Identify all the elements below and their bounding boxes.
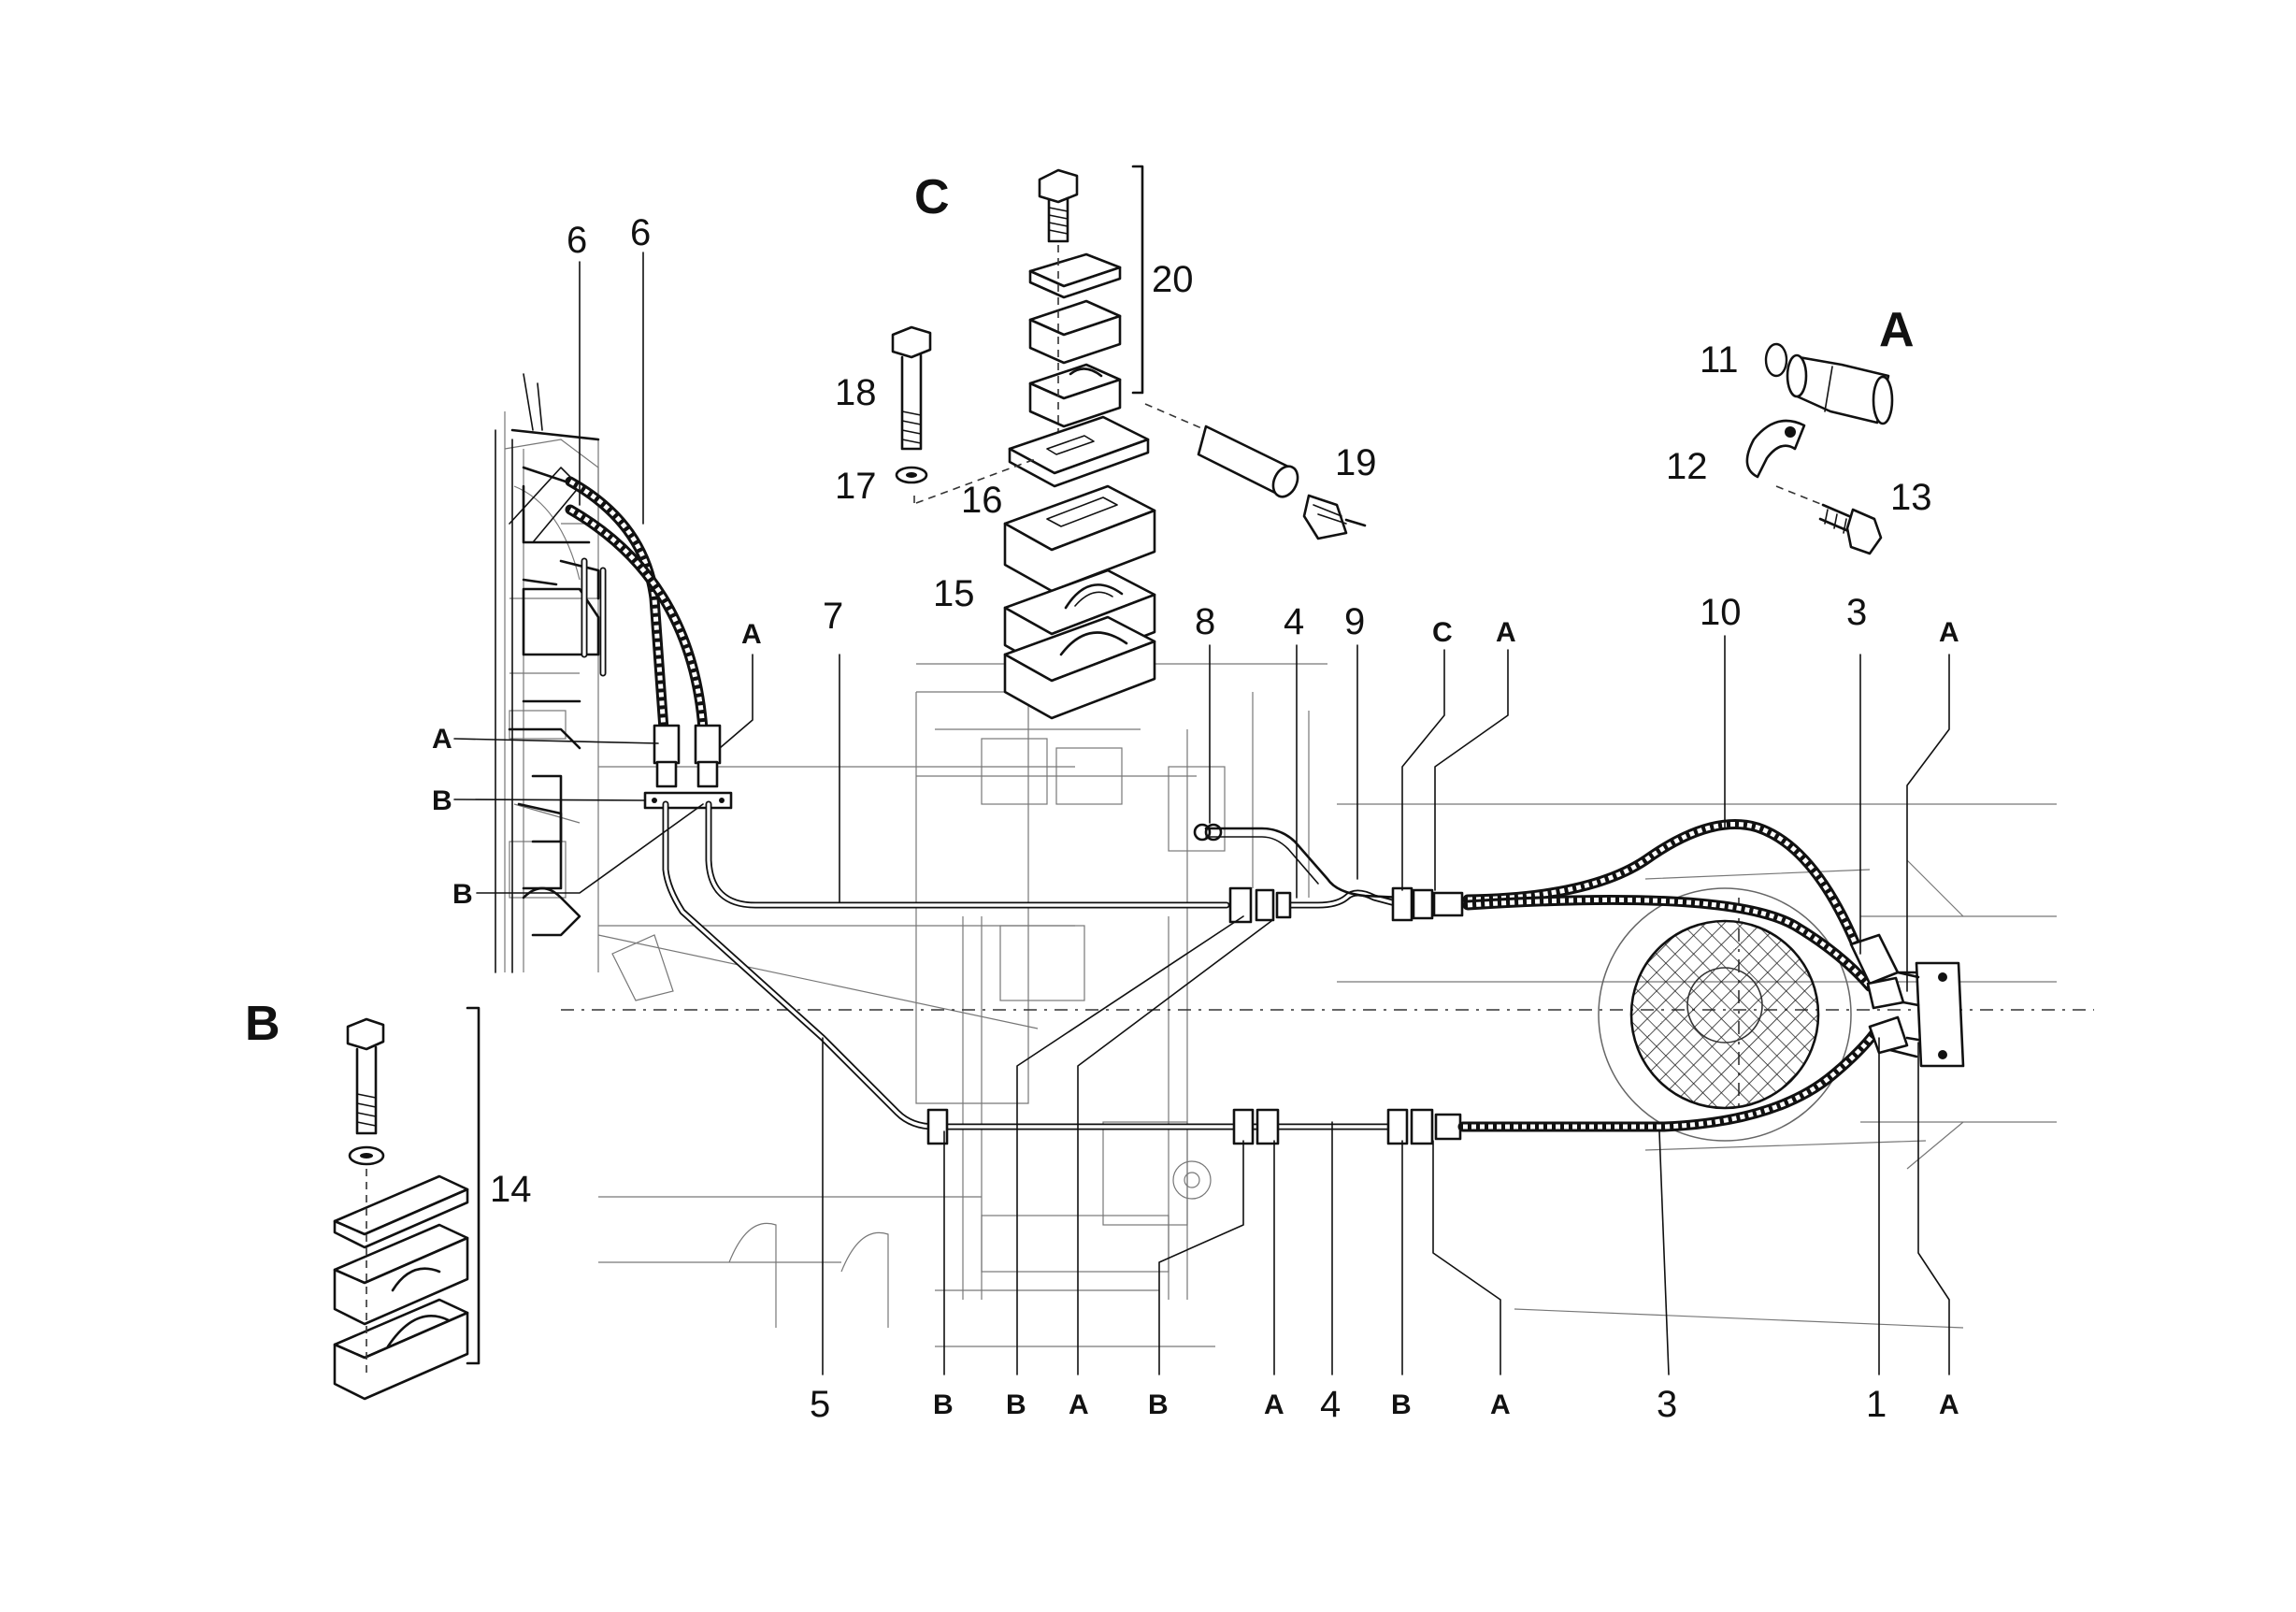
callout-4-top: 4	[1284, 601, 1304, 642]
marker-a-top-mid: A	[1496, 617, 1516, 648]
heat-exchanger-mesh	[1598, 887, 1852, 1142]
marker-b-bottom-3: B	[1148, 1389, 1169, 1420]
callout-5: 5	[810, 1384, 830, 1425]
callout-10: 10	[1700, 592, 1742, 633]
marker-b-bottom-2: B	[1006, 1389, 1026, 1420]
view-labels: C A B	[245, 170, 1915, 1051]
clamps-lower	[926, 1108, 1462, 1145]
callout-3-top: 3	[1846, 592, 1867, 633]
marker-a-bottom-4: A	[1939, 1389, 1959, 1420]
view-label-a: A	[1879, 303, 1915, 357]
detail-a-assembly	[1745, 342, 1894, 555]
marker-a-bottom-1: A	[1069, 1389, 1089, 1420]
callout-14: 14	[490, 1169, 532, 1210]
marker-a-top-left-1: A	[432, 724, 452, 755]
callout-19: 19	[1335, 442, 1377, 483]
machine-background	[504, 411, 2057, 1347]
marker-a-top-right: A	[1939, 617, 1959, 648]
callout-12: 12	[1666, 446, 1708, 487]
callout-13: 13	[1890, 477, 1932, 518]
hose-3-lower	[1457, 1028, 1880, 1132]
callout-6a: 6	[567, 220, 587, 261]
part-callouts: 6 6 20 18 17 16 15 19 11 12 13 7 8 4 9 1…	[490, 212, 1932, 1425]
leader-lines	[453, 252, 1950, 1375]
marker-a-bottom-2: A	[1264, 1389, 1284, 1420]
callout-11: 11	[1700, 339, 1739, 381]
marker-b-bottom-1: B	[933, 1389, 954, 1420]
marker-a-top-left-2: A	[741, 619, 762, 650]
callout-1: 1	[1866, 1384, 1887, 1425]
callout-3-bottom: 3	[1657, 1384, 1677, 1425]
callout-17: 17	[835, 466, 877, 507]
view-label-c: C	[914, 170, 950, 224]
callout-15: 15	[933, 573, 975, 614]
callout-16: 16	[961, 480, 1003, 521]
callout-20: 20	[1152, 259, 1194, 300]
detail-b-assembly	[333, 1006, 481, 1401]
hose-3-upper	[1462, 894, 1875, 992]
callout-18: 18	[835, 372, 877, 413]
pipe-8-upper	[1193, 823, 1404, 900]
callout-7: 7	[823, 596, 843, 637]
pipe-7-upper	[705, 800, 1230, 909]
marker-c-top: C	[1432, 617, 1453, 648]
callout-9: 9	[1344, 601, 1365, 642]
callout-6b: 6	[630, 212, 651, 253]
hose-6-pair	[565, 476, 709, 735]
hose-10	[1462, 819, 1861, 950]
callout-8: 8	[1195, 601, 1215, 642]
view-label-b: B	[245, 997, 280, 1051]
marker-b-bottom-4: B	[1391, 1389, 1412, 1420]
pipe-5-lower	[662, 800, 1238, 1130]
right-end-fittings	[1849, 933, 1920, 1055]
clamps-upper	[1228, 886, 1464, 924]
detail-c-assembly	[891, 165, 1367, 720]
callout-4-bottom: 4	[1320, 1384, 1341, 1425]
clamp-markers: A A B B C A A B B A B A B A A	[432, 617, 1959, 1420]
engine-block-left	[495, 373, 607, 973]
marker-b-top-left-1: B	[432, 785, 452, 816]
pipe-9-upper	[1286, 889, 1406, 909]
marker-a-bottom-3: A	[1490, 1389, 1511, 1420]
marker-b-top-left-2: B	[452, 879, 473, 910]
